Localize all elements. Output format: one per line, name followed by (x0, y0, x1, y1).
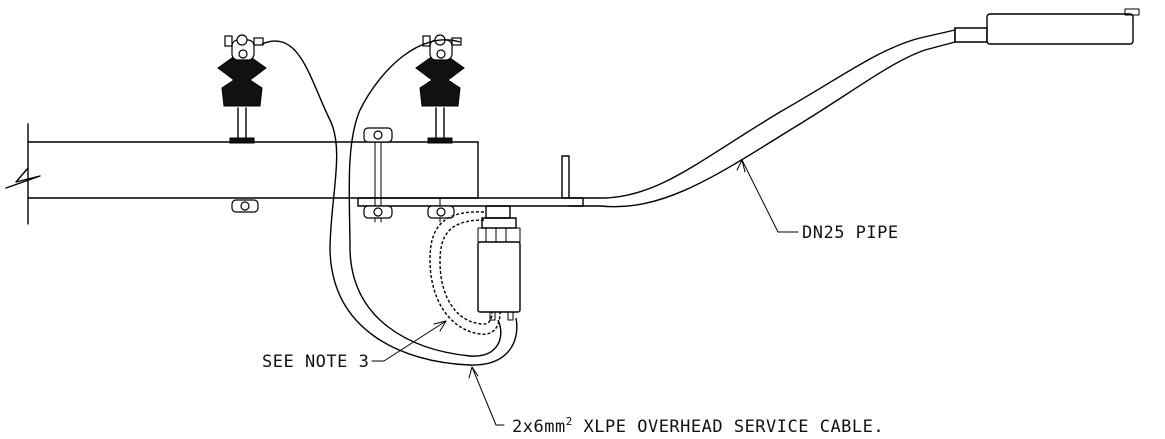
service-conductor (261, 39, 518, 366)
break-line-symbol (5, 167, 41, 189)
service-fuse-unit (477, 205, 521, 321)
cable-leader (468, 366, 505, 426)
cable-label-suffix: XLPE OVERHEAD SERVICE CABLE. (573, 417, 884, 437)
insulator-right (415, 34, 465, 144)
dn25-pipe (568, 8, 1140, 208)
pipe-label: DN25 PIPE (802, 223, 899, 243)
cable-label-superscript: 2 (566, 415, 573, 428)
insulator-left (217, 34, 267, 144)
beam-bolts (231, 127, 455, 223)
note-leader (371, 320, 447, 362)
cable-label-prefix: 2x6mm (512, 417, 566, 437)
cable-label: 2x6mm2 XLPE OVERHEAD SERVICE CABLE. (512, 415, 884, 437)
bracket-base-plate (357, 155, 584, 207)
pipe-leader (736, 159, 799, 233)
flexible-conduit (429, 211, 501, 335)
note-label: SEE NOTE 3 (262, 352, 369, 372)
